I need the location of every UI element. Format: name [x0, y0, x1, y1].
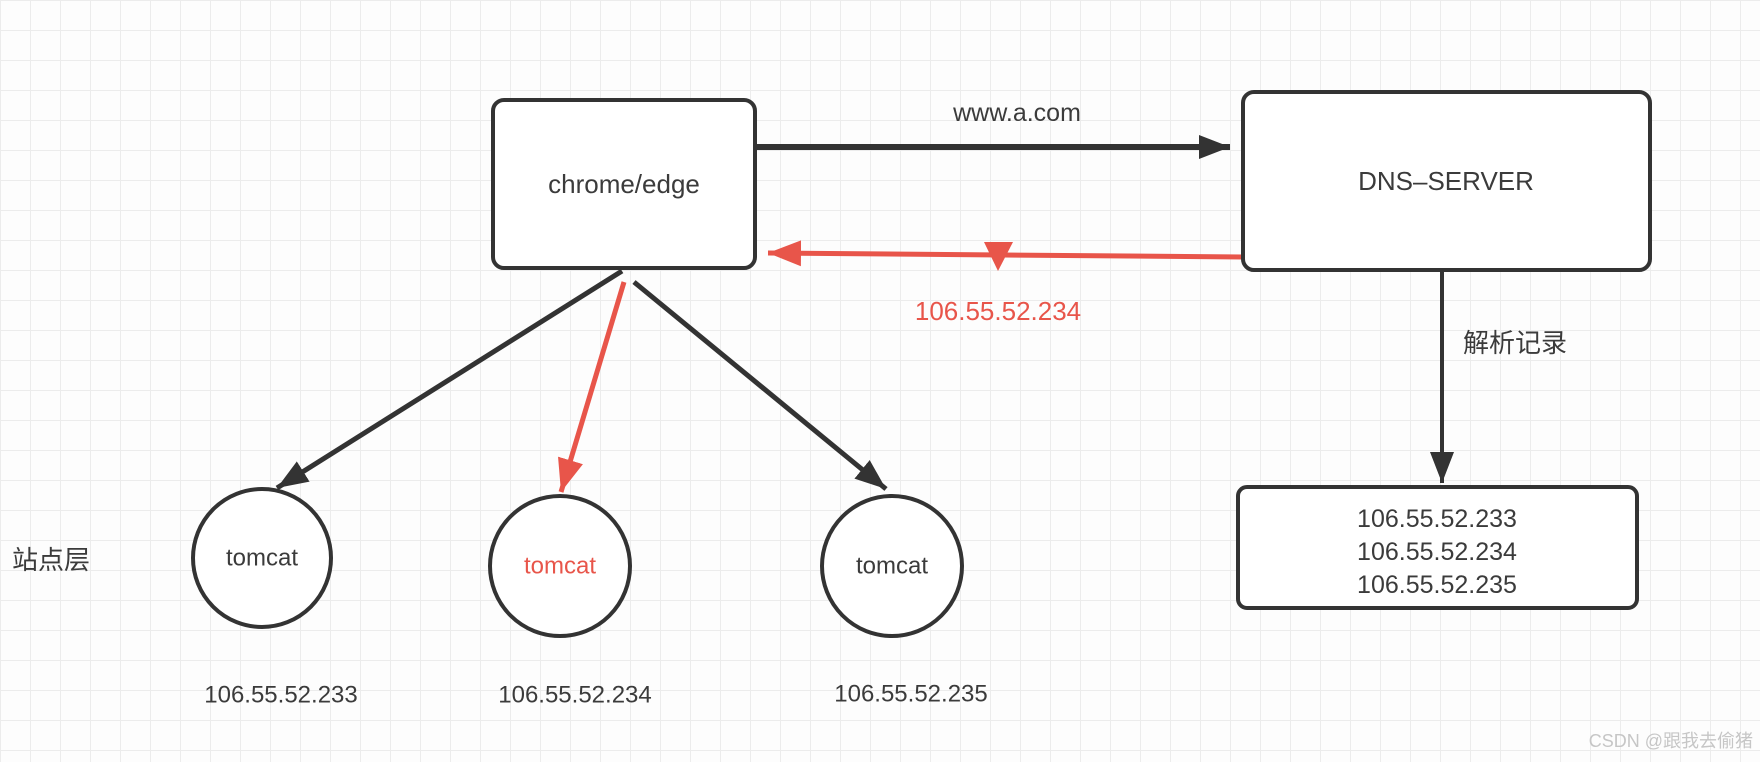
dns-server-node-label: DNS–SERVER	[1358, 166, 1534, 196]
tomcat2-node: tomcat	[488, 494, 632, 638]
browser-to-tomcat1-arrow	[275, 268, 624, 491]
dns-record-line-3: 106.55.52.235	[1357, 571, 1517, 599]
tomcat2-node-circle	[488, 494, 632, 638]
browser-node-box	[491, 98, 757, 270]
dns-server-node-box	[1241, 90, 1652, 272]
resolve-arrow-label: 解析记录	[1463, 328, 1567, 358]
response-arrow-label: 106.55.52.234	[915, 296, 1081, 326]
dns-record-line-2: 106.55.52.234	[1357, 538, 1517, 566]
tomcat3-ip-label: 106.55.52.235	[834, 681, 987, 708]
tomcat1-node-circle	[191, 487, 333, 629]
tomcat3-node-label: tomcat	[856, 553, 928, 580]
browser-to-tomcat3-arrow	[632, 280, 888, 491]
tomcat3-node: tomcat	[820, 494, 964, 638]
dns-server-node: DNS–SERVER	[1241, 90, 1652, 272]
request-arrow-label: www.a.com	[952, 99, 1081, 127]
dns-records-node: 106.55.52.233 106.55.52.234 106.55.52.23…	[1236, 485, 1639, 610]
tomcat2-node-label: tomcat	[524, 553, 596, 580]
site-layer-label: 站点层	[12, 545, 90, 575]
tomcat3-node-circle	[820, 494, 964, 638]
browser-node-label: chrome/edge	[548, 169, 700, 199]
browser-to-tomcat2-arrow	[558, 281, 627, 493]
tomcat2-ip-label: 106.55.52.234	[498, 682, 651, 709]
tomcat1-ip-label: 106.55.52.233	[204, 682, 357, 709]
dns-records-node-box	[1236, 485, 1639, 610]
watermark: CSDN @跟我去偷猪	[1589, 731, 1753, 751]
tomcat1-node: tomcat	[191, 487, 333, 629]
browser-node: chrome/edge	[491, 98, 757, 270]
response-mid-arrowhead-down-icon	[984, 242, 1013, 271]
tomcat1-node-label: tomcat	[226, 545, 298, 572]
dns-record-line-1: 106.55.52.233	[1357, 505, 1517, 533]
